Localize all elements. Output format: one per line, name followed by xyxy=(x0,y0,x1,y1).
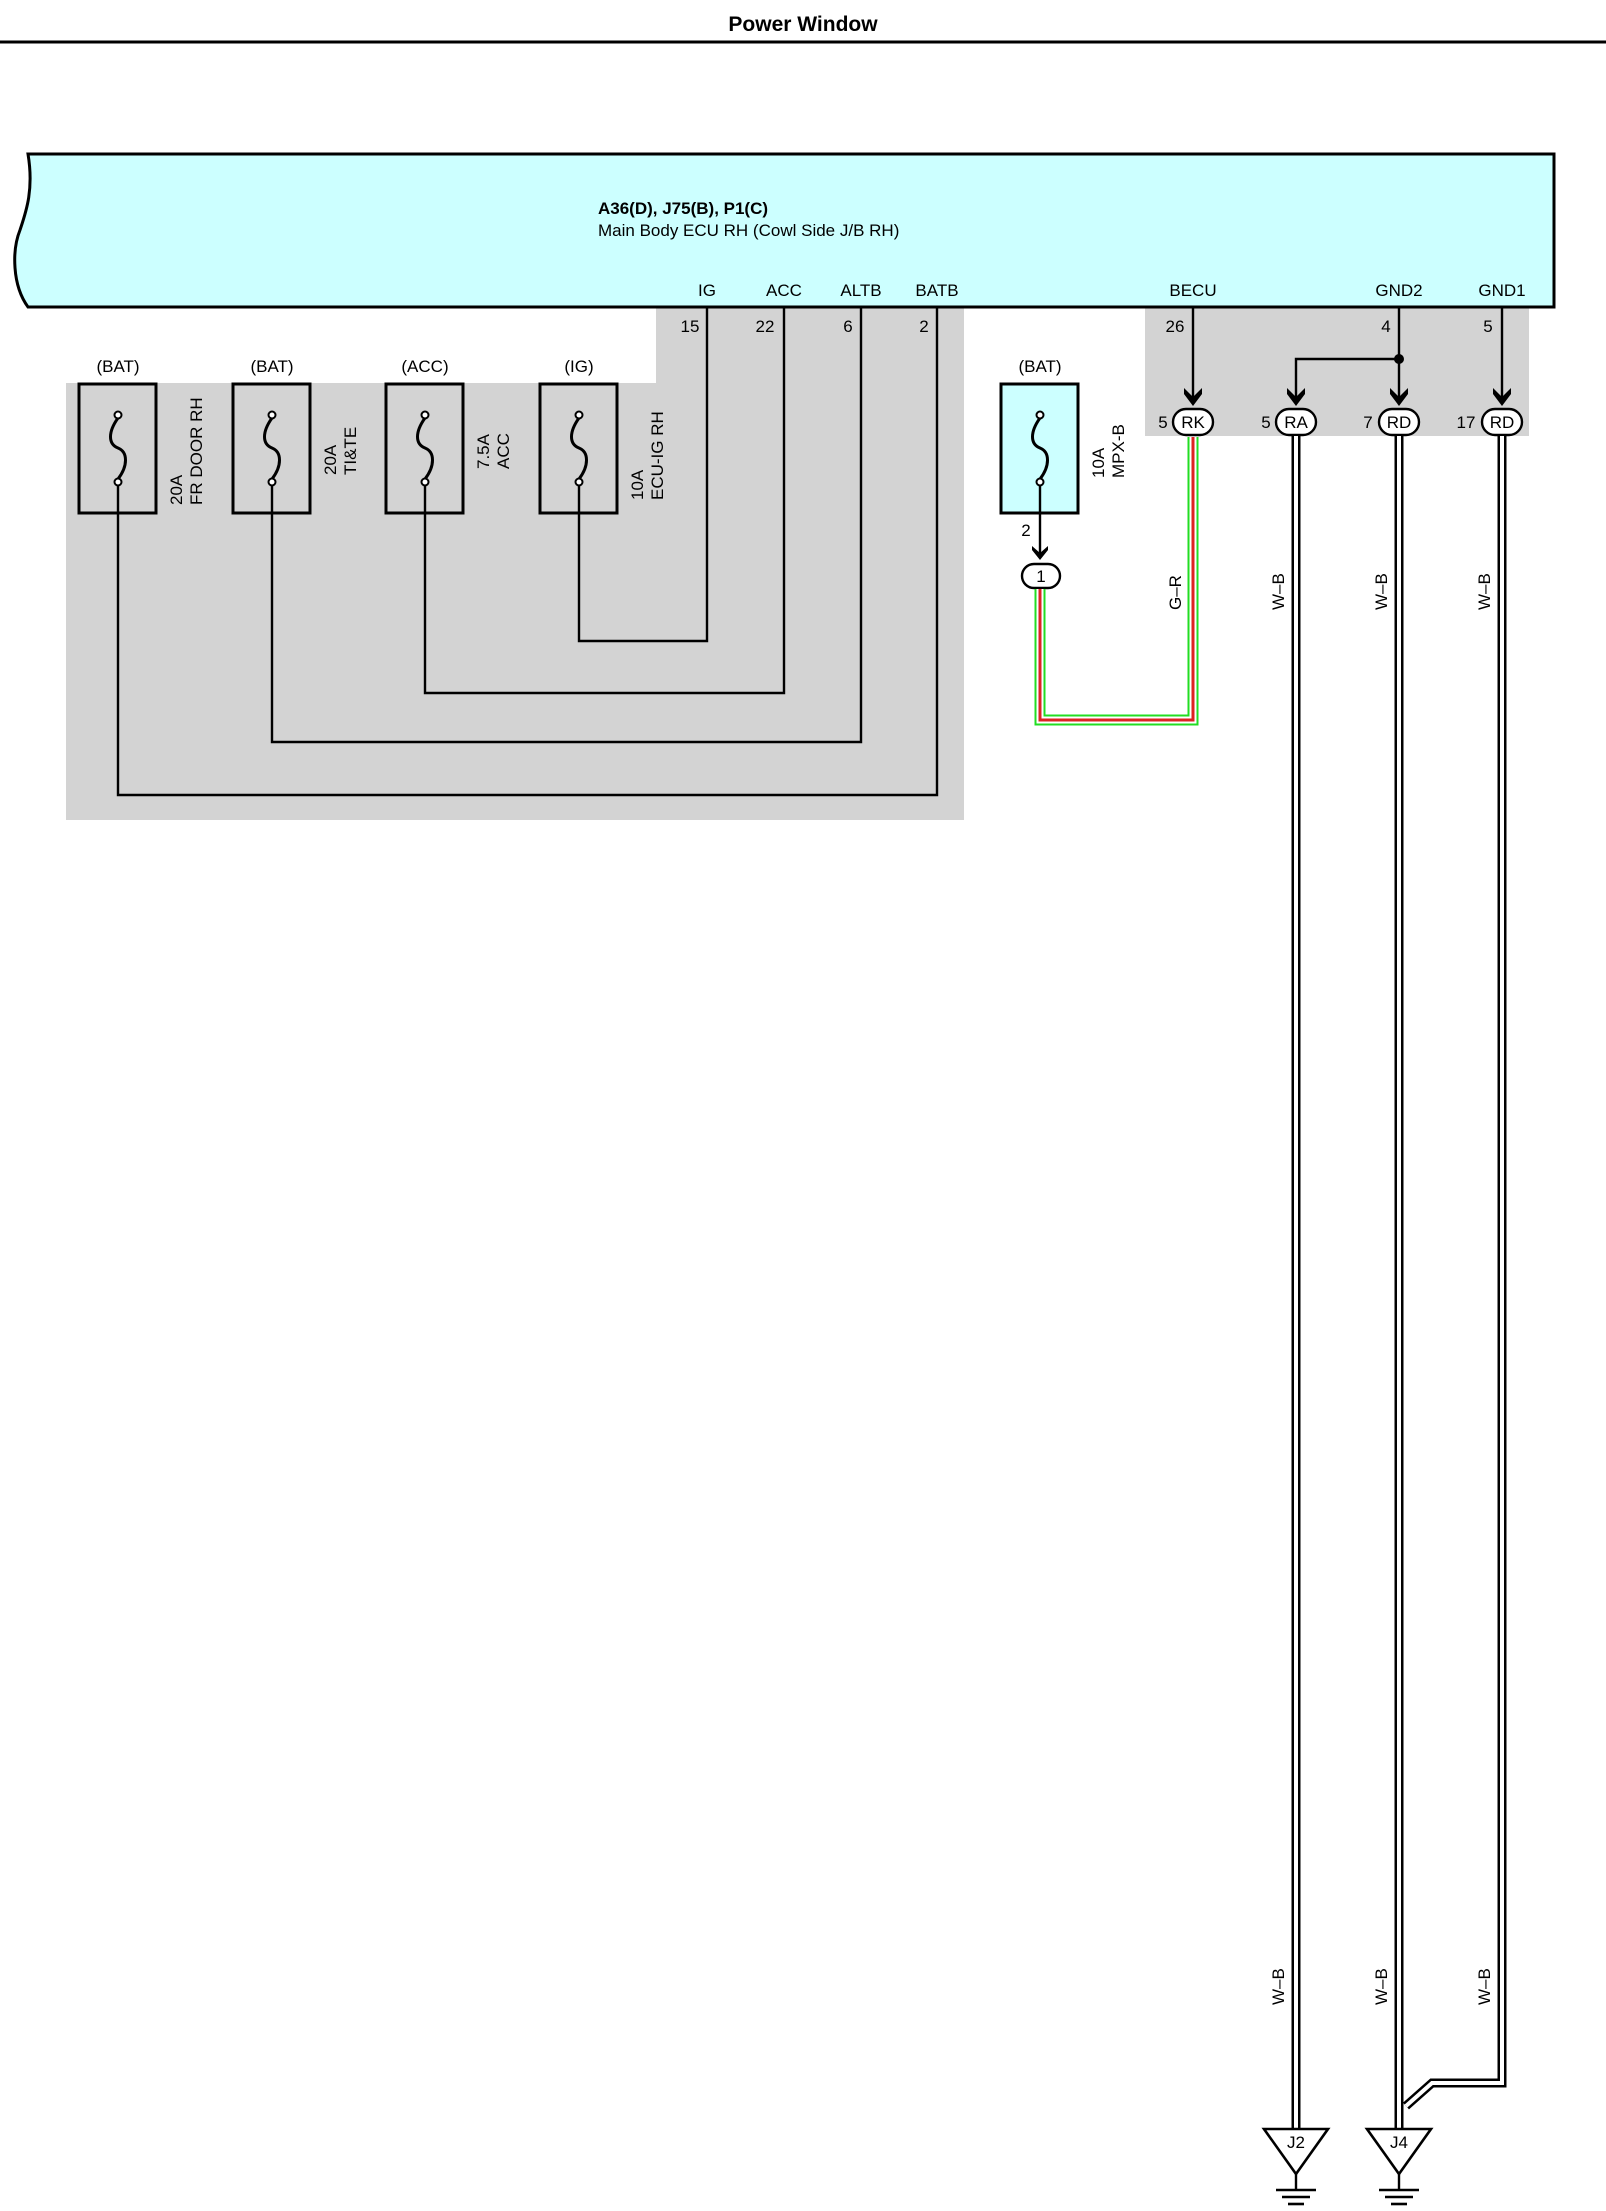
ecu-body xyxy=(13,152,1556,309)
fuse-supply-mpx-b: (BAT) xyxy=(1018,357,1061,376)
fuse-rating-fr-door-rh: 20A xyxy=(167,474,186,505)
pin-number-becu: 26 xyxy=(1166,317,1185,336)
wire-label-w-b-rd-7-top: W–B xyxy=(1372,573,1391,610)
ground-j2: J2 xyxy=(1261,2127,1331,2206)
connector-1-shape xyxy=(1020,562,1062,590)
fuse-fr-door-rh: 20A FR DOOR RH xyxy=(77,382,206,515)
fuse-ti-te: 20A TI&TE xyxy=(231,382,360,515)
wire-label-w-b-ra-top: W–B xyxy=(1269,573,1288,610)
pin-label-ig: IG xyxy=(698,281,716,300)
jb-area-upper xyxy=(656,306,964,396)
pin-label-altb: ALTB xyxy=(840,281,881,300)
wire-altb xyxy=(270,307,863,744)
fuse-supply-ecu-ig-rh: (IG) xyxy=(564,357,593,376)
wire-label-w-b-rd-17-top: W–B xyxy=(1475,573,1494,610)
connector-rd-7: 7 RD xyxy=(1363,407,1421,437)
fuse-to-ecu-wires xyxy=(116,307,939,797)
pin-label-gnd2: GND2 xyxy=(1375,281,1422,300)
connector-rd-17: 17 RD xyxy=(1457,407,1524,437)
ground-j2-triangle xyxy=(1261,2127,1331,2177)
connector-rk-pin: 5 xyxy=(1158,413,1167,432)
rd7-arrow xyxy=(1390,388,1408,406)
pin-number-batb: 2 xyxy=(919,317,928,336)
wire-label-w-b-rd-7-bottom: W–B xyxy=(1372,1968,1391,2005)
mpx-output: 2 1 xyxy=(1020,486,1062,590)
wire-ig xyxy=(577,307,709,643)
connector-rk: 5 RK xyxy=(1158,407,1215,437)
ground-j4-triangle xyxy=(1364,2127,1434,2177)
pin-label-acc: ACC xyxy=(766,281,802,300)
mpx-pin-arrow xyxy=(1032,546,1048,560)
junction-block-area xyxy=(66,306,1529,820)
pin-number-altb: 6 xyxy=(843,317,852,336)
fuse-rating-ti-te: 20A xyxy=(321,444,340,475)
connector-ra-label: RA xyxy=(1284,413,1308,432)
wire-acc xyxy=(423,307,786,695)
ecu-name: Main Body ECU RH (Cowl Side J/B RH) xyxy=(598,221,899,240)
fuse-name-fr-door-rh: FR DOOR RH xyxy=(187,397,206,505)
pin-label-batb: BATB xyxy=(915,281,958,300)
ground-j2-label: J2 xyxy=(1287,2133,1305,2152)
ground-j4-label: J4 xyxy=(1390,2133,1408,2152)
wire-w-b-rd-17: W–B W–B xyxy=(1403,436,1507,2110)
wire-w-b-rd-7: W–B W–B xyxy=(1372,436,1404,2128)
connector-ra-pin: 5 xyxy=(1261,413,1270,432)
mpx-fuse-pin: 2 xyxy=(1021,521,1030,540)
connector-rd-7-pin: 7 xyxy=(1363,413,1372,432)
pin-label-gnd1: GND1 xyxy=(1478,281,1525,300)
fuse-name-ecu-ig-rh: ECU-IG RH xyxy=(648,411,667,500)
ra-arrow xyxy=(1287,388,1305,406)
connector-rd-17-pin: 17 xyxy=(1457,413,1476,432)
ecu-box: A36(D), J75(B), P1(C) Main Body ECU RH (… xyxy=(13,152,1556,309)
fuse-supply-acc: (ACC) xyxy=(401,357,448,376)
gnd2-split xyxy=(1287,307,1408,406)
ecu-connector-ids: A36(D), J75(B), P1(C) xyxy=(598,199,768,218)
wire-label-g-r: G–R xyxy=(1166,575,1185,610)
connector-ra: 5 RA xyxy=(1261,407,1318,437)
ground-j4: J4 xyxy=(1364,2127,1434,2206)
wire-g-r: G–R xyxy=(1034,437,1199,726)
fuse-rating-mpx-b: 10A xyxy=(1089,447,1108,478)
fuse-supply-labels: (BAT) (BAT) (ACC) (IG) (BAT) xyxy=(96,357,1061,376)
wire-w-b-ra: W–B W–B xyxy=(1269,436,1301,2128)
pin-number-gnd2: 4 xyxy=(1381,317,1390,336)
fuse-rating-ecu-ig-rh: 10A xyxy=(628,469,647,500)
pin-label-becu: BECU xyxy=(1169,281,1216,300)
becu-arrow xyxy=(1184,388,1202,406)
fuse-mpx-b: 10A MPX-B xyxy=(999,382,1128,515)
fuse-name-ti-te: TI&TE xyxy=(341,427,360,475)
connector-1-label: 1 xyxy=(1036,567,1045,586)
pin-number-gnd1: 5 xyxy=(1483,317,1492,336)
page-title: Power Window xyxy=(728,13,878,36)
fuse-supply-ti-te: (BAT) xyxy=(250,357,293,376)
wire-label-w-b-ra-bottom: W–B xyxy=(1269,1968,1288,2005)
connector-rk-label: RK xyxy=(1181,413,1205,432)
connector-rd-7-label: RD xyxy=(1387,413,1412,432)
ecu-pins: IG 15 ACC 22 ALTB 6 BATB 2 BECU 26 GND2 … xyxy=(681,281,1526,336)
fuse-rating-acc: 7.5A xyxy=(474,433,493,469)
jb-area-main xyxy=(66,383,964,820)
connector-rd-17-label: RD xyxy=(1490,413,1515,432)
fuse-name-mpx-b: MPX-B xyxy=(1109,424,1128,478)
wire-label-w-b-rd-17-bottom: W–B xyxy=(1475,1968,1494,2005)
wire-batb xyxy=(116,307,939,797)
pin-number-acc: 22 xyxy=(756,317,775,336)
gnd1-arrow xyxy=(1493,388,1511,406)
pin-number-ig: 15 xyxy=(681,317,700,336)
fuse-name-acc: ACC xyxy=(494,433,513,469)
fuse-supply-fr-door-rh: (BAT) xyxy=(96,357,139,376)
